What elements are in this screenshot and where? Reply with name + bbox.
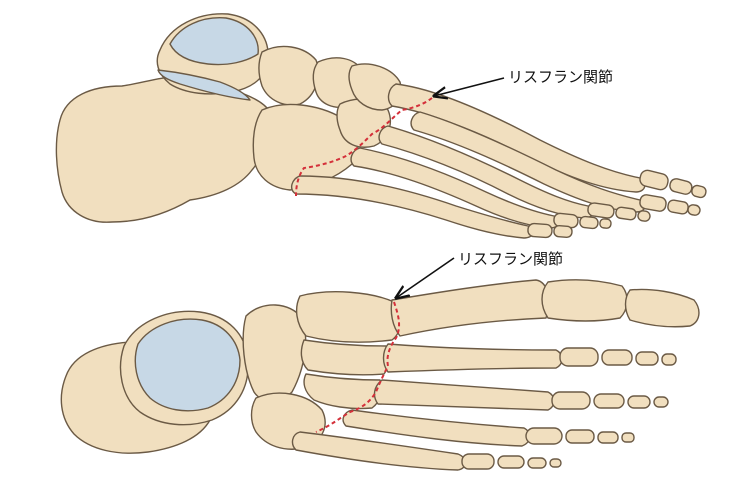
calcaneus-bone — [55, 75, 271, 223]
pointer-arrow — [434, 77, 505, 96]
navicular-bone — [242, 304, 307, 402]
lisfranc-joint-line — [315, 301, 401, 433]
talus-neck-cartilage — [157, 69, 251, 101]
lisfranc-joint-line — [295, 97, 433, 197]
metatarsal-bone — [390, 279, 550, 337]
lateral-foot-view — [55, 13, 707, 239]
talus-cartilage — [169, 17, 259, 66]
metatarsal-bone — [291, 431, 467, 471]
metatarsal-bone — [342, 409, 531, 447]
metatarsal-bone — [290, 175, 534, 239]
cuneiform-bone — [300, 339, 391, 376]
dorsal-foot-view — [60, 279, 700, 471]
metatarsal-bone — [373, 379, 555, 411]
talus-cartilage — [134, 318, 241, 412]
navicular-bone — [258, 45, 319, 106]
cuneiform-bone — [303, 373, 383, 410]
lisfranc-joint-label-top: リスフラン関節 — [508, 68, 614, 86]
toe-phalanges — [461, 279, 700, 470]
metatarsal-bone — [382, 343, 563, 373]
pointer-arrow — [396, 257, 455, 298]
cuneiform-bone — [295, 291, 402, 343]
toe-phalanges — [527, 169, 707, 239]
lisfranc-joint-label-bottom: リスフラン関節 — [458, 250, 564, 268]
